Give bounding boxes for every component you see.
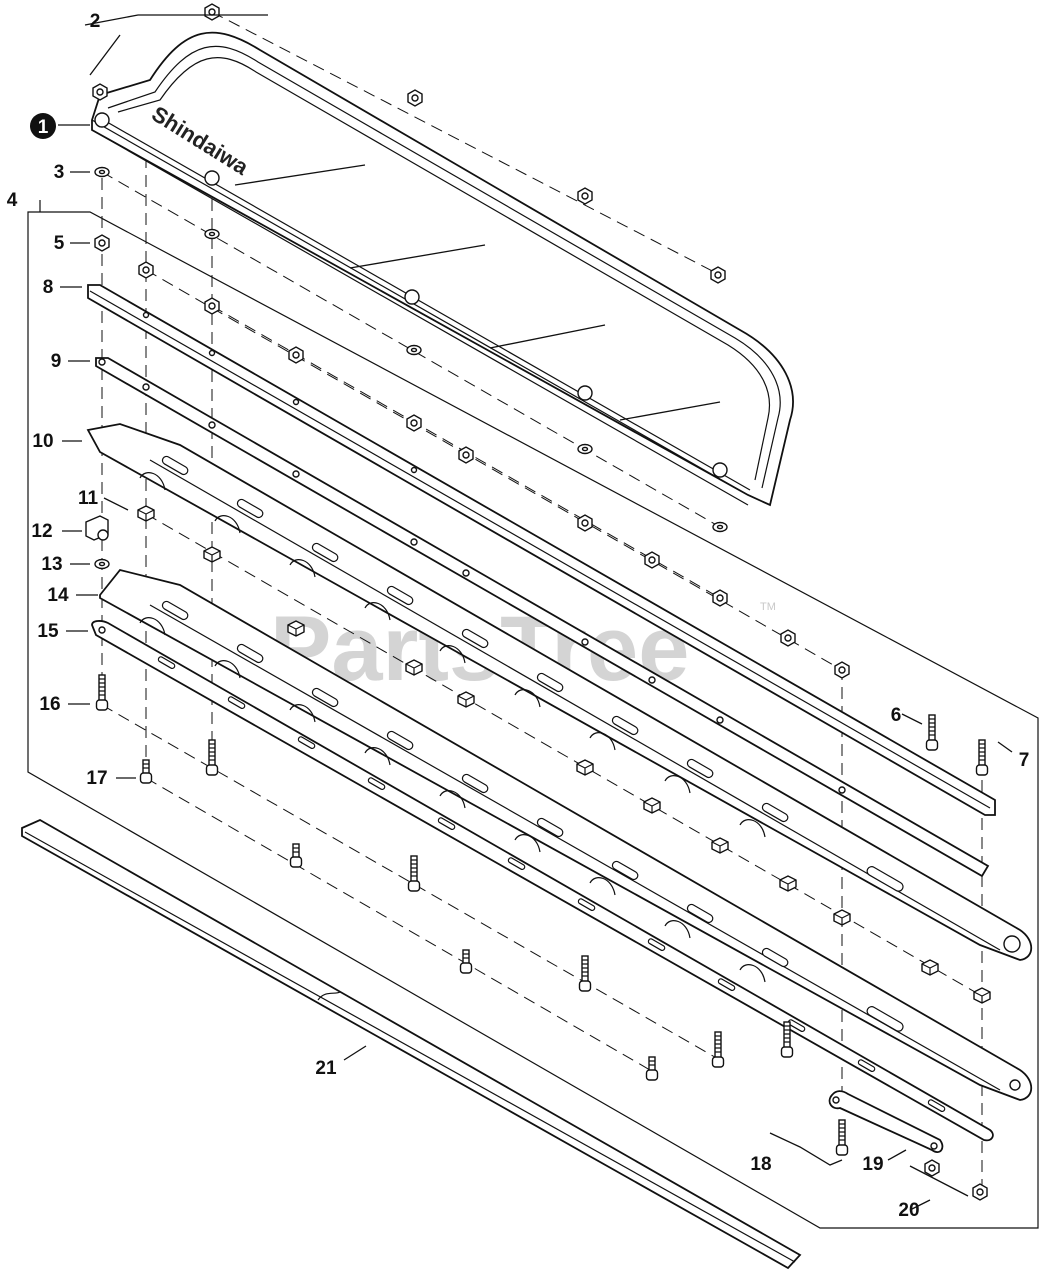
callout-3: 3 <box>54 162 65 183</box>
callout-1-marker <box>30 113 56 139</box>
leader-lines <box>58 14 1013 1211</box>
callout-5: 5 <box>54 233 65 254</box>
small-plate <box>828 1090 944 1153</box>
callout-7: 7 <box>1019 750 1030 771</box>
callout-10: 10 <box>32 431 53 452</box>
bolts <box>95 674 989 1156</box>
callout-15: 15 <box>37 621 59 642</box>
callout-6: 6 <box>891 705 902 726</box>
bottom-nuts <box>924 1159 988 1201</box>
callout-8: 8 <box>43 277 54 298</box>
blade-cover <box>21 818 802 1270</box>
callout-11: 11 <box>78 488 99 509</box>
upper-blade <box>86 423 1033 961</box>
callout-labels: 1 2 3 4 5 6 7 8 9 10 11 12 13 14 15 16 1… <box>7 11 1030 1221</box>
lower-blade <box>99 568 1033 1101</box>
perforated-bar <box>91 620 994 1142</box>
callout-9: 9 <box>51 351 62 372</box>
blade-clip <box>85 515 109 541</box>
callout-1: 1 <box>38 117 49 138</box>
callout-2: 2 <box>90 11 101 32</box>
callout-20: 20 <box>898 1200 919 1221</box>
callout-4: 4 <box>7 190 18 211</box>
flat-strip <box>95 357 990 878</box>
callout-17: 17 <box>86 768 107 789</box>
callout-19: 19 <box>862 1154 883 1175</box>
watermark-trademark: TM <box>760 601 776 613</box>
callout-16: 16 <box>39 694 60 715</box>
callout-13: 13 <box>41 554 62 575</box>
callout-18: 18 <box>750 1154 771 1175</box>
assembly-bracket <box>27 200 1039 1229</box>
callout-21: 21 <box>315 1058 337 1079</box>
blade-rail <box>87 284 996 816</box>
blade-guard: Shindaiwa <box>91 31 794 507</box>
callout-12: 12 <box>31 521 52 542</box>
callout-14: 14 <box>47 585 69 606</box>
small-washer <box>94 558 110 570</box>
